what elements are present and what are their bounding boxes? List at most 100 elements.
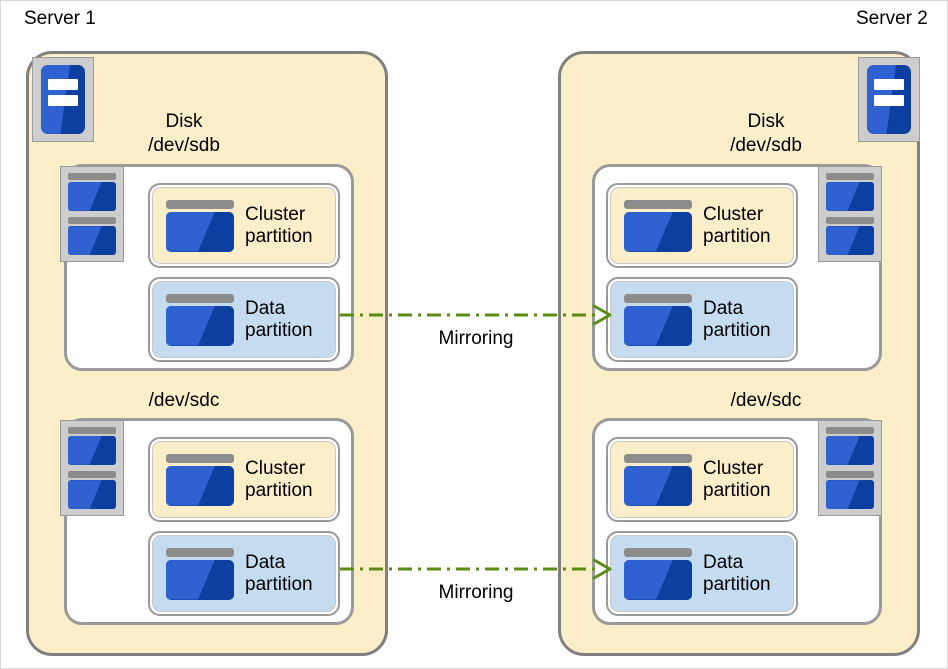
data-partition-inner: Data partition <box>152 535 336 612</box>
disk-platter-cap <box>826 217 874 225</box>
partition-icon-face <box>166 465 234 506</box>
data-partition-inner: Data partition <box>610 281 794 358</box>
disk-label-line2: /dev/sdc <box>730 390 802 411</box>
disk-platter-cap <box>826 427 874 434</box>
disk-platter-face <box>68 226 116 255</box>
partition-icon-cap <box>166 547 234 557</box>
disk-stack-icon <box>60 420 124 516</box>
disk-platter-face <box>68 182 116 211</box>
partition-label-line1: Cluster <box>245 203 306 225</box>
partition-icon-cap <box>166 453 234 463</box>
partition-icon-face <box>166 305 234 346</box>
cluster-partition-inner: Cluster partition <box>610 187 794 264</box>
mirroring-label-sdb: Mirroring <box>438 328 514 349</box>
disk-label-line2: /dev/sdb <box>148 135 220 156</box>
disk-platter <box>68 217 116 255</box>
disk-platter <box>826 173 874 211</box>
cluster-partition[interactable]: Cluster partition <box>606 183 798 268</box>
data-partition-inner: Data partition <box>610 535 794 612</box>
mirroring-arrow-sdb <box>340 304 612 326</box>
server-icon <box>858 57 920 142</box>
cluster-partition-label: Cluster partition <box>703 204 771 248</box>
disk-platter <box>826 427 874 465</box>
server-icon-body <box>41 65 85 134</box>
partition-label-line2: partition <box>245 225 313 247</box>
partition-label-line1: Cluster <box>703 203 764 225</box>
partition-icon <box>624 199 692 252</box>
partition-icon <box>166 293 234 346</box>
disk-label-line1: Disk <box>747 111 785 132</box>
disk-stack-icon <box>818 420 882 516</box>
data-partition-label: Data partition <box>703 298 771 342</box>
server-icon-bar <box>48 95 78 106</box>
partition-icon-face <box>624 305 692 346</box>
partition-icon-cap <box>624 547 692 557</box>
partition-icon <box>624 453 692 506</box>
partition-label-line1: Data <box>703 297 744 319</box>
server-icon-bar <box>874 79 904 90</box>
disk-platter-face <box>826 480 874 509</box>
disk-platter-face <box>68 436 116 465</box>
disk-platter-face <box>826 182 874 211</box>
mirroring-label-sdc: Mirroring <box>438 582 514 603</box>
data-partition[interactable]: Data partition <box>148 277 340 362</box>
partition-icon-face <box>166 211 234 252</box>
cluster-partition[interactable]: Cluster partition <box>606 437 798 522</box>
server-icon-bar <box>874 95 904 106</box>
server-2-label: Server 2 <box>856 8 928 29</box>
disk-label-line1: Disk <box>165 111 203 132</box>
partition-label-line1: Cluster <box>245 457 306 479</box>
disk-label-line2: /dev/sdb <box>730 135 802 156</box>
cluster-partition-inner: Cluster partition <box>610 441 794 518</box>
disk-platter <box>68 471 116 509</box>
disk-platter <box>826 471 874 509</box>
server-1-label: Server 1 <box>24 8 96 29</box>
data-partition[interactable]: Data partition <box>148 531 340 616</box>
data-partition-label: Data partition <box>703 552 771 596</box>
partition-label-line2: partition <box>245 319 313 341</box>
partition-icon-face <box>624 465 692 506</box>
disk-label-line2: /dev/sdc <box>148 390 220 411</box>
data-partition[interactable]: Data partition <box>606 277 798 362</box>
partition-icon <box>624 547 692 600</box>
cluster-partition[interactable]: Cluster partition <box>148 437 340 522</box>
partition-icon <box>166 199 234 252</box>
server-icon-bar <box>48 79 78 90</box>
cluster-partition-inner: Cluster partition <box>152 441 336 518</box>
partition-label-line2: partition <box>703 319 771 341</box>
partition-label-line1: Data <box>245 551 286 573</box>
cluster-partition-label: Cluster partition <box>245 458 313 502</box>
partition-icon-cap <box>166 293 234 303</box>
mirroring-arrow-sdc <box>340 558 612 580</box>
data-partition-label: Data partition <box>245 298 313 342</box>
data-partition[interactable]: Data partition <box>606 531 798 616</box>
partition-icon <box>624 293 692 346</box>
cluster-partition[interactable]: Cluster partition <box>148 183 340 268</box>
server-icon-body <box>867 65 911 134</box>
disk-platter-cap <box>68 173 116 180</box>
partition-icon-face <box>624 211 692 252</box>
disk-platter-cap <box>826 173 874 180</box>
disk-platter <box>826 217 874 255</box>
partition-label-line2: partition <box>245 573 313 595</box>
server-icon <box>32 57 94 142</box>
data-partition-inner: Data partition <box>152 281 336 358</box>
partition-icon-face <box>166 559 234 600</box>
disk-platter-face <box>68 480 116 509</box>
disk-platter-cap <box>68 427 116 434</box>
cluster-partition-label: Cluster partition <box>703 458 771 502</box>
partition-label-line1: Data <box>703 551 744 573</box>
partition-label-line2: partition <box>703 479 771 501</box>
disk-platter <box>68 173 116 211</box>
disk-platter-cap <box>826 471 874 479</box>
cluster-partition-label: Cluster partition <box>245 204 313 248</box>
partition-icon-face <box>624 559 692 600</box>
partition-label-line2: partition <box>245 479 313 501</box>
partition-label-line2: partition <box>703 225 771 247</box>
disk-platter-face <box>826 436 874 465</box>
data-partition-label: Data partition <box>245 552 313 596</box>
partition-label-line1: Data <box>245 297 286 319</box>
disk-platter-face <box>826 226 874 255</box>
partition-icon-cap <box>624 453 692 463</box>
